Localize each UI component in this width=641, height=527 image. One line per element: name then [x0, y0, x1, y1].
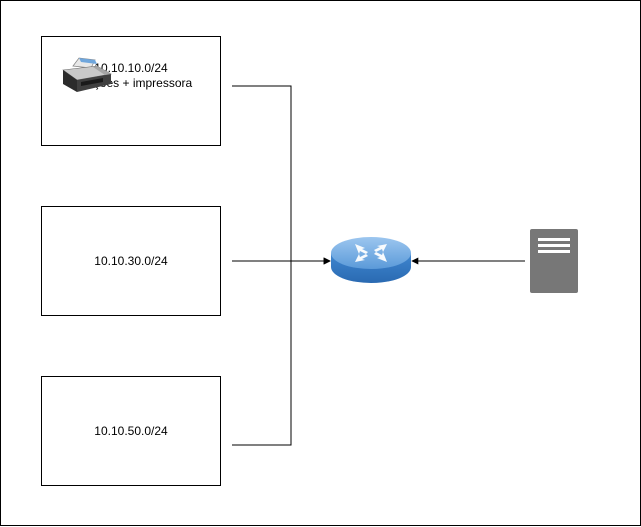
router-icon[interactable]: [330, 235, 412, 292]
subnet-box-10-10-30[interactable]: 10.10.30.0/24: [41, 206, 221, 316]
server-icon[interactable]: [530, 229, 578, 298]
subnet-cidr-label: 10.10.10.0/24: [94, 61, 168, 75]
link-subnet1-router: [232, 85, 331, 265]
subnet-box-10-10-50[interactable]: 10.10.50.0/24: [41, 376, 221, 486]
subnet-cidr-label: 10.10.50.0/24: [94, 423, 168, 438]
subnet-box-10-10-10[interactable]: 10.10.10.0/24 Estações + impressora: [41, 36, 221, 146]
link-subnet3-router: [232, 257, 331, 446]
subnet-cidr-label: 10.10.30.0/24: [94, 253, 168, 268]
printer-icon: [57, 56, 117, 101]
